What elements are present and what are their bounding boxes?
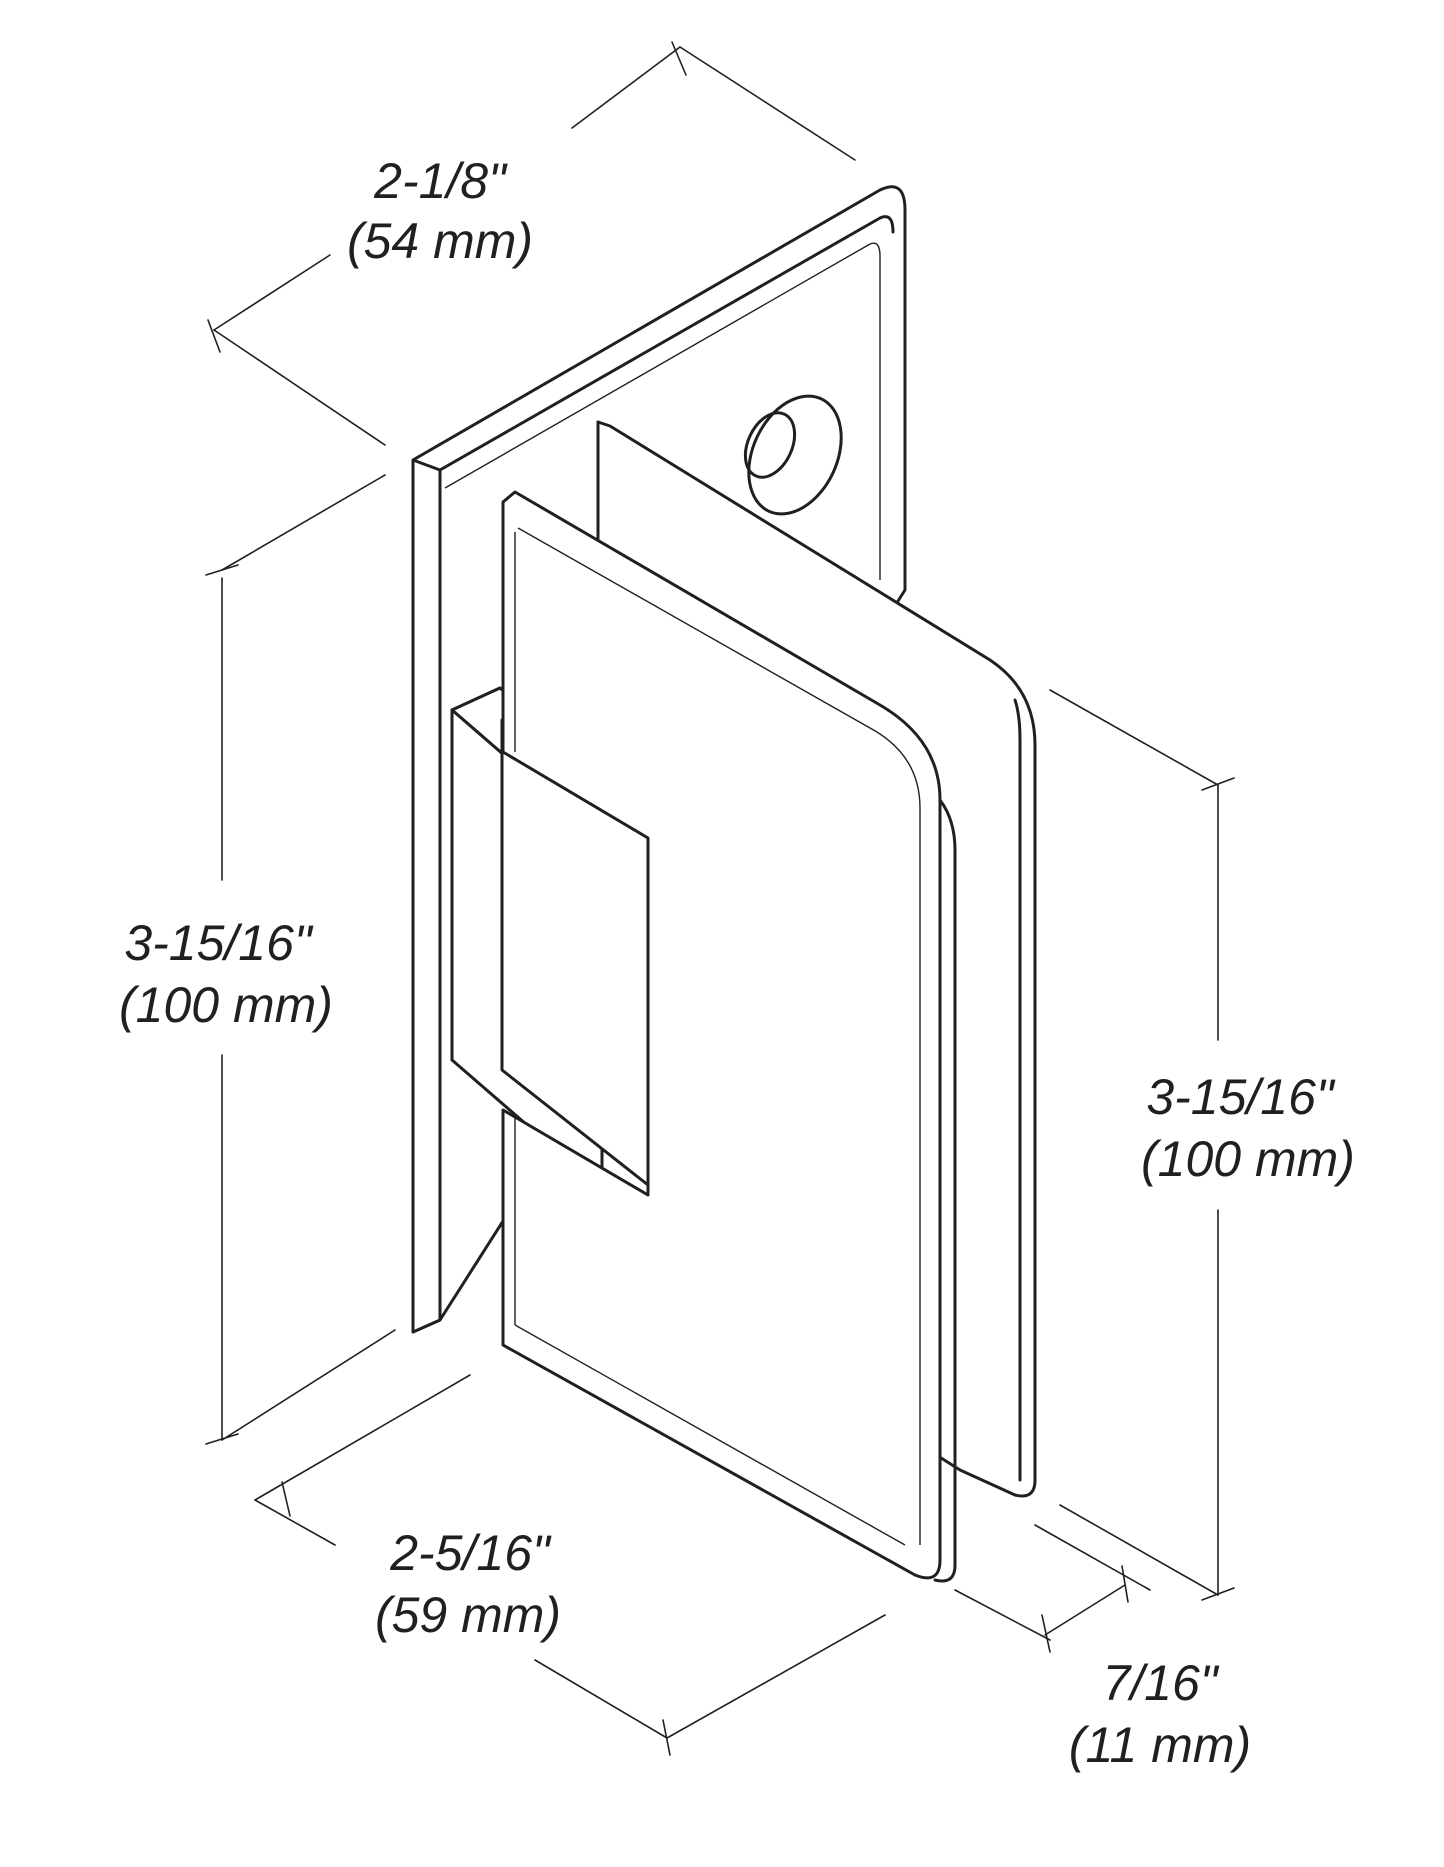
thickness-metric: (11 mm) bbox=[1069, 1717, 1251, 1773]
bottom-width-imperial: 2-5/16" bbox=[389, 1525, 552, 1581]
dim-left-ext-top bbox=[221, 474, 386, 571]
dim-top-line-left bbox=[213, 254, 331, 331]
labels: 2-1/8" (54 mm) 3-15/16" (100 mm) 3-15/16… bbox=[119, 153, 1355, 1773]
thickness-imperial: 7/16" bbox=[1102, 1655, 1219, 1711]
dim-top-ext-right bbox=[679, 46, 856, 161]
dim-top-tick-right bbox=[671, 41, 687, 76]
dim-right-tick-bottom bbox=[1201, 1587, 1235, 1601]
dim-thick-ext-left bbox=[954, 1589, 1051, 1641]
dim-thick-tick-left bbox=[1041, 1614, 1051, 1653]
dim-top-tick-left bbox=[207, 319, 221, 353]
dim-bottom-line-right bbox=[534, 1659, 668, 1739]
front-clamp-plate bbox=[501, 490, 957, 1583]
dim-bottom-tick-right bbox=[662, 1719, 671, 1756]
dim-top-ext-left bbox=[213, 329, 386, 446]
wall-plate-edge bbox=[411, 458, 442, 1334]
right-height-metric: (100 mm) bbox=[1141, 1131, 1355, 1187]
top-width-imperial: 2-1/8" bbox=[373, 153, 508, 209]
right-height-imperial: 3-15/16" bbox=[1146, 1069, 1336, 1125]
dim-bottom-ext-left bbox=[254, 1374, 471, 1501]
wall-plate-inner-edge bbox=[444, 242, 881, 580]
left-height-imperial: 3-15/16" bbox=[124, 915, 314, 971]
back-clamp-edge bbox=[1013, 698, 1022, 1482]
dim-left-tick-top bbox=[205, 564, 239, 576]
dim-bottom-tick-left bbox=[281, 1481, 291, 1517]
front-clamp-face bbox=[501, 490, 942, 1580]
dim-thick-tick-right bbox=[1121, 1565, 1129, 1603]
dim-right-tick-top bbox=[1201, 777, 1235, 791]
screw-hole-inner bbox=[743, 411, 797, 479]
left-height-metric: (100 mm) bbox=[119, 977, 333, 1033]
front-clamp-inner-top bbox=[517, 527, 921, 1545]
dim-right-ext-bottom bbox=[1059, 1504, 1219, 1596]
top-width-metric: (54 mm) bbox=[347, 213, 533, 269]
front-clamp-inner-bottom bbox=[514, 1324, 906, 1546]
screw-hole bbox=[747, 394, 843, 516]
dim-top-line-right bbox=[571, 46, 681, 129]
dim-bottom-line-left bbox=[254, 1499, 336, 1546]
dim-bottom-ext-right bbox=[666, 1614, 886, 1739]
dim-right-ext-top bbox=[1049, 689, 1219, 786]
dim-thick-line bbox=[1044, 1584, 1126, 1636]
bottom-width-metric: (59 mm) bbox=[375, 1587, 561, 1643]
dim-left-tick-bottom bbox=[205, 1433, 239, 1445]
front-clamp-thickness bbox=[933, 798, 957, 1583]
dimension-lines bbox=[205, 41, 1235, 1756]
dim-thick-ext-right bbox=[1034, 1524, 1151, 1591]
dim-left-ext-bottom bbox=[221, 1329, 396, 1441]
wall-plate-top-edge bbox=[438, 215, 895, 472]
